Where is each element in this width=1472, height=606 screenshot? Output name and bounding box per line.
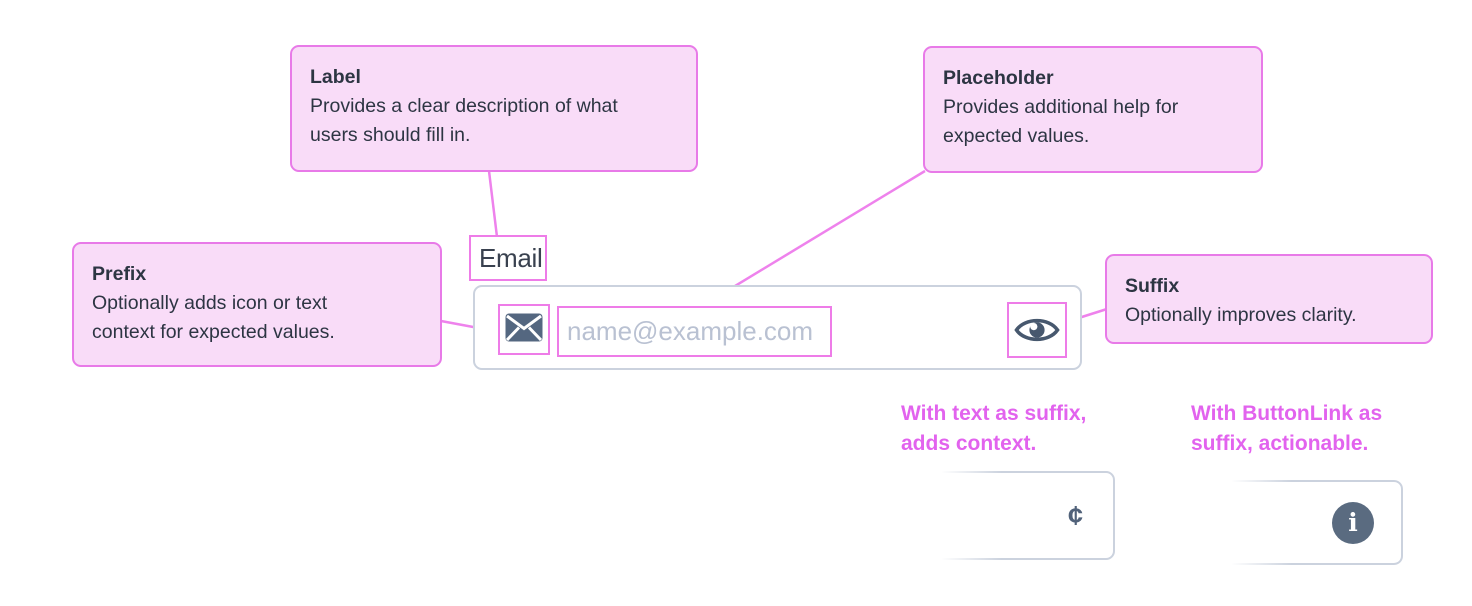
left-fade-overlay [928,468,1002,563]
left-fade-overlay [1218,477,1292,568]
text-suffix-input[interactable]: ¢ [928,468,1115,563]
callout-prefix-body: Optionally adds icon or text context for… [92,292,335,343]
callout-placeholder-title: Placeholder [943,67,1054,89]
callout-label: Label Provides a clear description of wh… [290,45,698,172]
envelope-icon [505,313,543,347]
callout-suffix-title: Suffix [1125,275,1180,297]
connector-label [487,170,499,238]
email-input[interactable] [559,308,830,355]
callout-label-title: Label [310,66,361,88]
callout-prefix: Prefix Optionally adds icon or text cont… [72,242,442,367]
caption-buttonlink-suffix: With ButtonLink as suffix, actionable. [1191,402,1383,455]
prefix-annotation-box [498,304,550,355]
info-icon: i [1348,508,1358,537]
callout-suffix: Suffix Optionally improves clarity. [1105,254,1433,344]
email-field-label: Email [469,235,547,281]
callout-placeholder: Placeholder Provides additional help for… [923,46,1263,173]
info-button[interactable]: i [1332,501,1374,544]
eye-icon[interactable] [1014,313,1060,347]
cents-suffix-text: ¢ [1067,500,1083,530]
buttonlink-suffix-input[interactable]: i [1218,477,1403,568]
caption-text-suffix: With text as suffix, adds context. [901,402,1087,455]
callout-label-body: Provides a clear description of what use… [310,95,618,146]
callout-suffix-body: Optionally improves clarity. [1125,304,1357,326]
suffix-annotation-box [1007,302,1067,358]
placeholder-annotation-box [557,306,832,357]
callout-placeholder-body: Provides additional help for expected va… [943,96,1179,147]
callout-prefix-title: Prefix [92,263,147,285]
